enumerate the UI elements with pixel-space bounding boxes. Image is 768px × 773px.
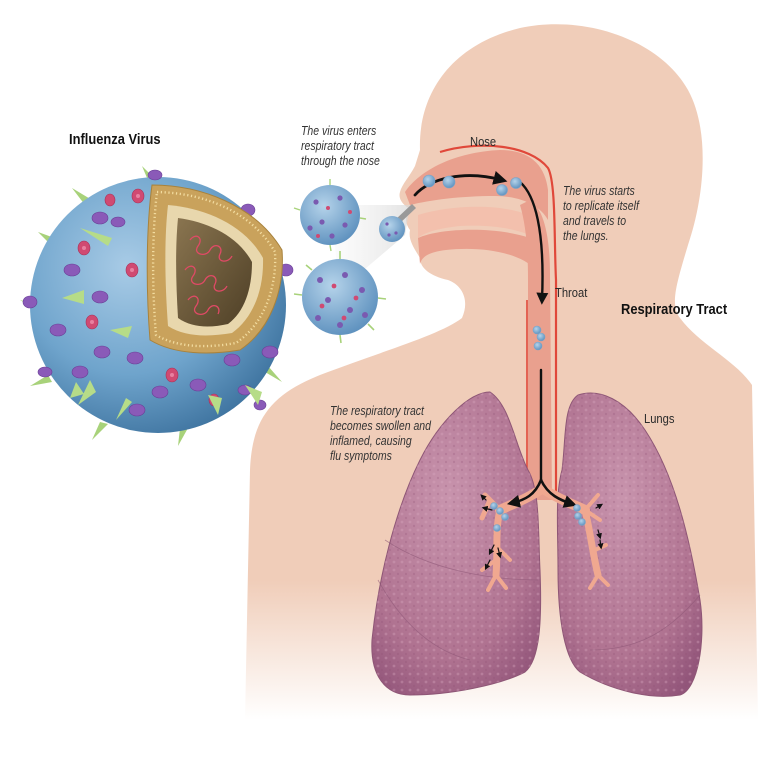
airway	[405, 144, 558, 500]
note-virus-enters: The virus enters respiratory tract throu…	[301, 124, 380, 168]
influenza-virus-title: Influenza Virus	[69, 131, 161, 148]
airway-virus-particles	[422, 174, 586, 532]
virion-cutaway	[146, 184, 283, 354]
small-virion-bottom	[293, 251, 387, 344]
left-bronchus-arrow	[506, 478, 543, 508]
throat-arrow	[518, 180, 549, 305]
throat-label: Throat	[555, 285, 588, 300]
respiratory-tract-title: Respiratory Tract	[621, 301, 728, 318]
small-virion-at-nose	[379, 216, 405, 242]
note-flu-symptoms: The respiratory tract becomes swollen an…	[330, 404, 431, 463]
right-bronchus-arrow	[539, 478, 577, 508]
influenza-virion	[20, 166, 294, 446]
note-virus-replicates: The virus starts to replicate itself and…	[563, 184, 639, 243]
viral-rna-icon	[184, 235, 233, 316]
lungs-label: Lungs	[644, 411, 675, 426]
small-virion-top	[293, 179, 367, 252]
nose-label: Nose	[470, 134, 497, 149]
lungs	[371, 391, 703, 697]
